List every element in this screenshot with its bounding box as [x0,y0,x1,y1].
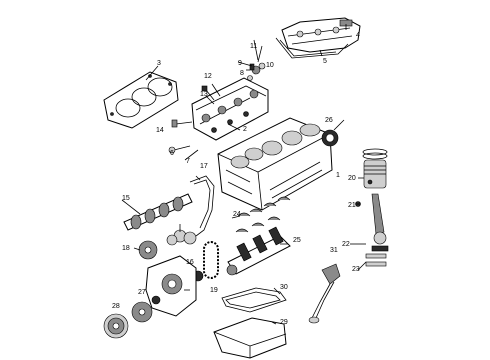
oil-pan [213,317,287,359]
timing-cover-gasket [189,175,215,237]
callout-28: 28 [112,303,120,310]
callout-11: 11 [250,43,257,50]
callout-25: 25 [293,237,301,244]
valve-cover [281,17,361,53]
callout-labels: 1 2 3 4 5 6 7 8 9 10 11 12 13 14 15 16 1… [112,32,360,326]
piston-rings [362,148,388,160]
callout-4: 4 [356,32,360,39]
head-gasket [103,71,179,129]
callout-15: 15 [122,195,130,202]
camshaft [123,193,193,231]
oil-pan-gasket [221,287,287,313]
callout-7: 7 [186,158,190,165]
callout-24: 24 [233,211,241,218]
callout-2: 2 [243,126,247,133]
rear-main-seal [321,129,339,147]
callout-16: 16 [186,259,194,266]
callout-20: 20 [348,175,356,182]
piston [363,159,387,189]
callout-31: 31 [330,247,338,254]
sensor-fitting [247,62,266,81]
connecting-rod [355,193,389,267]
crank-pulley [103,313,129,339]
callout-3: 3 [157,60,161,67]
callout-14: 14 [156,127,164,134]
callout-30: 30 [280,284,288,291]
callout-27: 27 [138,289,146,296]
callout-18: 18 [122,245,130,252]
callout-12: 12 [204,73,212,80]
cam-bearings [166,229,197,246]
leader-lines [121,24,367,325]
callout-13: 13 [200,91,208,98]
front-cover [145,255,197,317]
oil-pump [308,263,341,324]
valve-cover-gasket [275,37,349,59]
crankshaft [226,226,291,276]
callout-6: 6 [170,150,174,157]
cylinder-head [191,77,269,141]
callout-5: 5 [323,58,327,65]
cam-sprocket [138,240,158,260]
main-bearings [235,196,291,233]
valve-train-parts [168,85,215,161]
callout-10: 10 [266,62,274,69]
callout-17: 17 [200,163,208,170]
callout-26: 26 [325,117,333,124]
callout-19: 19 [210,287,218,294]
callout-8: 8 [240,70,244,77]
engine-block [217,117,333,211]
harmonic-balancer [131,301,153,323]
timing-chain [203,241,219,279]
callout-21: 21 [348,202,356,209]
callout-1: 1 [336,172,340,179]
callout-9: 9 [238,60,242,67]
callout-29: 29 [280,319,288,326]
callout-22: 22 [342,241,350,248]
callout-23: 23 [352,266,360,273]
